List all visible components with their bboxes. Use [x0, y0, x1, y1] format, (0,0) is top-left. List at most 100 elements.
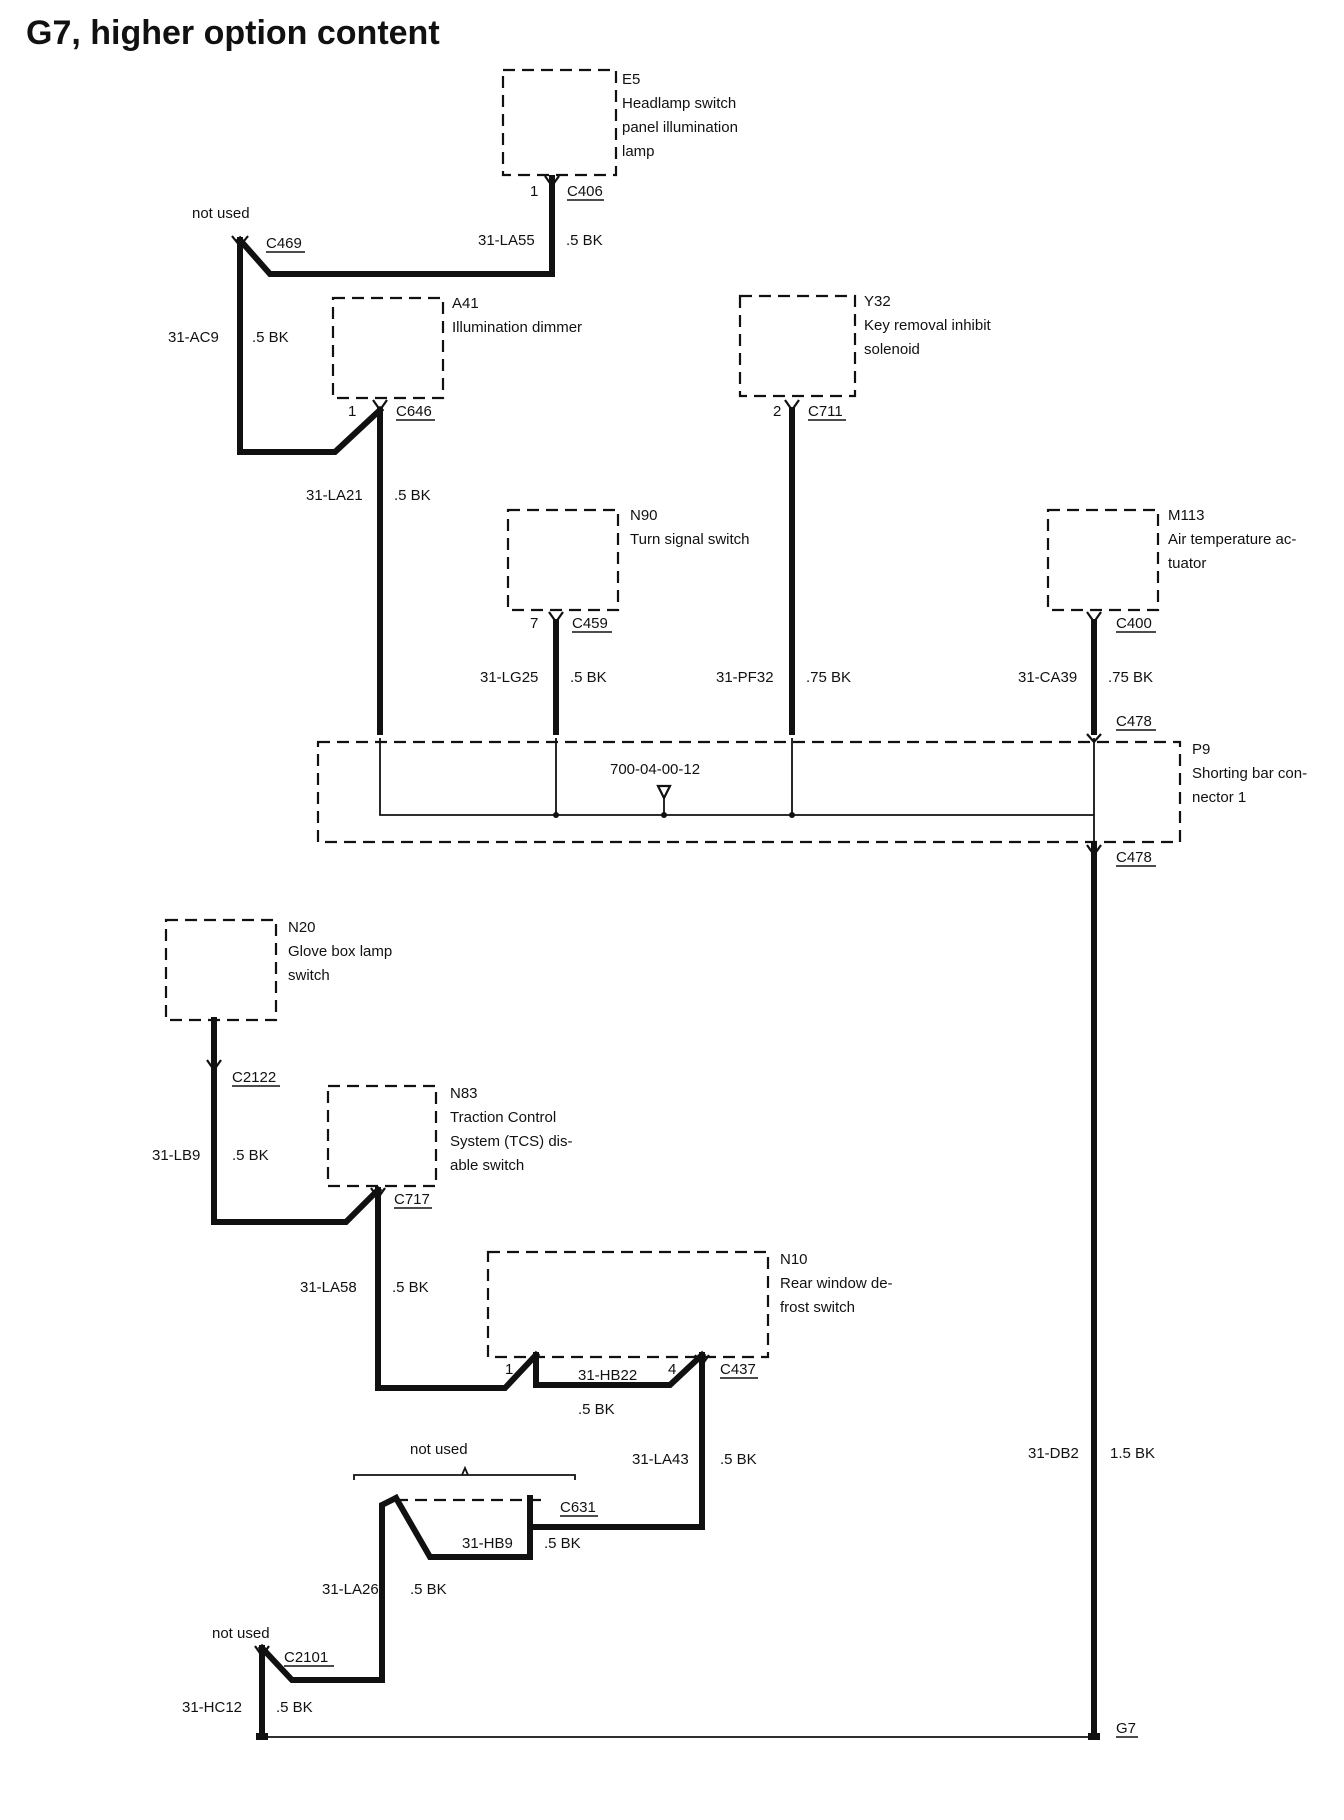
hc12-gauge: .5 BK	[276, 1699, 313, 1716]
n20-id: N20	[288, 919, 316, 936]
e5-desc-line: Headlamp switch	[622, 95, 736, 112]
c478-top-symbol	[1086, 733, 1102, 744]
lb9-circuit: 31-LB9	[152, 1147, 200, 1164]
c478-top-label: C478	[1116, 713, 1152, 730]
la43-circuit: 31-LA43	[632, 1451, 689, 1468]
la26-gauge: .5 BK	[410, 1581, 447, 1598]
la58-gauge: .5 BK	[392, 1279, 429, 1296]
hb22-gauge: .5 BK	[578, 1401, 615, 1418]
n10-box	[486, 1250, 770, 1359]
n10-desc-line: Rear window de-	[780, 1275, 893, 1292]
p9-part-number: 700-04-00-12	[610, 761, 700, 778]
c2122-symbol	[206, 1059, 222, 1072]
c646-symbol	[372, 399, 388, 412]
la58-circuit: 31-LA58	[300, 1279, 357, 1296]
la55-gauge: .5 BK	[566, 232, 603, 249]
c711-symbol	[784, 399, 800, 412]
n83-desc-line: System (TCS) dis-	[450, 1133, 573, 1150]
p9-desc-line: Shorting bar con-	[1192, 765, 1307, 782]
ground-terminal-right	[1088, 1733, 1100, 1740]
hc12-circuit: 31-HC12	[182, 1699, 242, 1716]
y32-pin: 2	[773, 403, 781, 420]
n20-box	[164, 918, 278, 1022]
c469-label: C469	[266, 235, 302, 252]
m113-id: M113	[1168, 507, 1204, 524]
wire-hb22	[533, 1350, 707, 1388]
hb9-circuit: 31-HB9	[462, 1535, 513, 1552]
c711-label: C711	[808, 403, 843, 420]
y32-desc-line: solenoid	[864, 341, 920, 358]
c2101-not-used: not used	[212, 1625, 270, 1642]
e5-box	[501, 68, 618, 177]
c406-label: C406	[567, 183, 603, 200]
n90-desc-line: Turn signal switch	[630, 531, 750, 548]
n83-id: N83	[450, 1085, 478, 1102]
c459-label: C459	[572, 615, 608, 632]
c478-bottom-symbol	[1086, 844, 1102, 857]
n90-box	[506, 508, 620, 612]
c2122-label: C2122	[232, 1069, 276, 1086]
junction-dot	[661, 812, 667, 818]
c2101-label: C2101	[284, 1649, 328, 1666]
wire-la58	[375, 1187, 541, 1391]
wire-la55	[235, 175, 555, 277]
c717-label: C717	[394, 1191, 430, 1208]
p9-desc-line: nector 1	[1192, 789, 1246, 806]
c406-symbol	[544, 175, 560, 188]
p9-box	[316, 740, 1182, 844]
n20-desc-line: Glove box lamp	[288, 943, 392, 960]
hb22-circuit: 31-HB22	[578, 1367, 637, 1384]
a41-desc-line: Illumination dimmer	[452, 319, 582, 336]
pf32-gauge: .75 BK	[806, 669, 851, 686]
pf32-circuit: 31-PF32	[716, 669, 774, 686]
la43-gauge: .5 BK	[720, 1451, 757, 1468]
y32-id: Y32	[864, 293, 891, 310]
c459-symbol	[548, 611, 564, 624]
c437-symbol	[694, 1354, 710, 1367]
junction-dot	[553, 812, 559, 818]
hb9-gauge: .5 BK	[544, 1535, 581, 1552]
c469-symbol	[231, 235, 249, 248]
wire-la26	[257, 1493, 401, 1683]
wire-hb9	[391, 1493, 533, 1560]
p9-id: P9	[1192, 741, 1210, 758]
lb9-gauge: .5 BK	[232, 1147, 269, 1164]
wire-ac9	[237, 237, 385, 455]
lg25-circuit: 31-LG25	[480, 669, 538, 686]
junction-dot	[789, 812, 795, 818]
c400-symbol	[1086, 611, 1102, 624]
n83-box	[326, 1084, 438, 1188]
n10-id: N10	[780, 1251, 808, 1268]
page-title: G7, higher option content	[26, 14, 440, 52]
c437-label: C437	[720, 1361, 756, 1378]
p9-symbol	[656, 784, 672, 801]
lg25-gauge: .5 BK	[570, 669, 607, 686]
db2-circuit: 31-DB2	[1028, 1445, 1079, 1462]
y32-desc-line: Key removal inhibit	[864, 317, 992, 334]
ca39-circuit: 31-CA39	[1018, 669, 1077, 686]
c631-label: C631	[560, 1499, 596, 1516]
n10-pin-left: 1	[505, 1361, 513, 1378]
c646-label: C646	[396, 403, 432, 420]
c2101-symbol	[254, 1645, 270, 1658]
a41-id: A41	[452, 295, 479, 312]
ca39-gauge: .75 BK	[1108, 669, 1153, 686]
m113-desc-line: tuator	[1168, 555, 1206, 572]
ac9-circuit: 31-AC9	[168, 329, 219, 346]
la26-circuit: 31-LA26	[322, 1581, 379, 1598]
m113-desc-line: Air temperature ac-	[1168, 531, 1296, 548]
a41-pin: 1	[348, 403, 356, 420]
n83-desc-line: Traction Control	[450, 1109, 556, 1126]
y32-box	[738, 294, 857, 398]
ground-terminal-left	[256, 1733, 268, 1740]
c631-not-used-bracket	[353, 1465, 576, 1480]
e5-desc-line: lamp	[622, 143, 655, 160]
n83-desc-line: able switch	[450, 1157, 524, 1174]
shorting-bar-internal	[379, 738, 1095, 845]
n90-pin: 7	[530, 615, 538, 632]
la21-gauge: .5 BK	[394, 487, 431, 504]
c469-not-used: not used	[192, 205, 250, 222]
c717-symbol	[370, 1187, 386, 1200]
c478-bottom-label: C478	[1116, 849, 1152, 866]
